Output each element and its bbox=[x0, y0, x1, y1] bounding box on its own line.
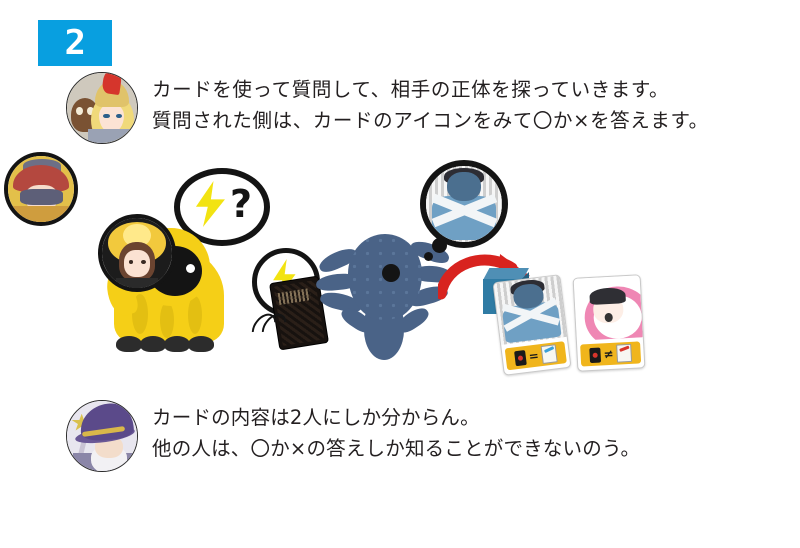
step-number-badge: 2 bbox=[38, 20, 112, 66]
speech-block-top: カードを使って質問して、相手の正体を探っていきます。 質問された側は、カードのア… bbox=[66, 72, 709, 144]
card-operator: ≠ bbox=[603, 346, 615, 362]
athena-owl-avatar bbox=[66, 72, 138, 144]
card-symbol-band: = bbox=[504, 341, 567, 371]
wizard-avatar bbox=[66, 400, 138, 472]
blue-oni-thought-bubble bbox=[420, 160, 508, 248]
illustration-area: ? bbox=[0, 150, 800, 390]
speech-block-bottom: カードの内容は2人にしか分からん。 他の人は、〇か×の答えしか知ることができない… bbox=[66, 400, 640, 472]
red-helmet-samurai-portrait bbox=[4, 152, 78, 226]
speech-bottom-line-2: 他の人は、〇か×の答えしか知ることができないのう。 bbox=[152, 437, 641, 460]
speech-bottom-lines: カードの内容は2人にしか分からん。 他の人は、〇か×の答えしか知ることができない… bbox=[152, 400, 640, 464]
answer-sheet-icon bbox=[540, 344, 558, 364]
thought-dot-large bbox=[432, 238, 447, 253]
card-not-equal[interactable]: ≠ bbox=[572, 274, 646, 372]
blue-octopus-creature bbox=[315, 208, 453, 360]
blue-oni-portrait bbox=[493, 275, 567, 345]
sun-goddess-portrait bbox=[98, 214, 176, 292]
speech-top-line-1: カードを使って質問して、相手の正体を探っていきます。 bbox=[152, 78, 670, 101]
question-mark-icon: ? bbox=[230, 182, 253, 226]
card-chip-icon bbox=[589, 346, 601, 363]
pink-girl-portrait bbox=[573, 275, 643, 341]
card-operator: = bbox=[527, 348, 540, 364]
speech-top-line-2: 質問された側は、カードのアイコンをみて〇か×を答えます。 bbox=[152, 109, 709, 132]
card-equal[interactable]: = bbox=[492, 274, 572, 376]
step-number-text: 2 bbox=[64, 23, 86, 63]
thought-dot-small bbox=[424, 252, 433, 261]
speech-top-lines: カードを使って質問して、相手の正体を探っていきます。 質問された側は、カードのア… bbox=[152, 72, 709, 136]
card-chip-icon bbox=[513, 349, 527, 366]
card-symbol-band: ≠ bbox=[580, 341, 642, 367]
answer-sheet-icon bbox=[616, 343, 633, 363]
speech-bottom-line-1: カードの内容は2人にしか分からん。 bbox=[152, 406, 480, 429]
